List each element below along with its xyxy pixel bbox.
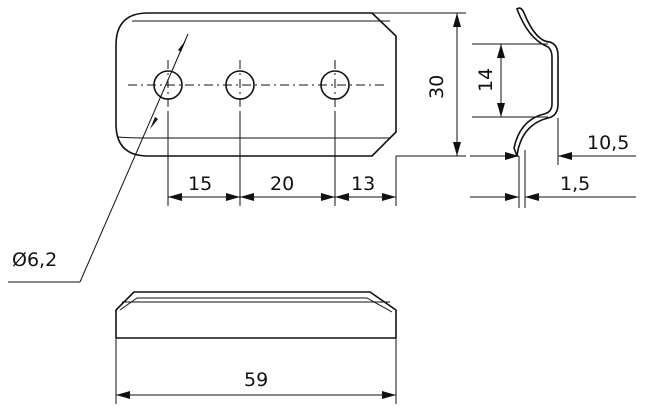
profile-depth-dimension: 10,5 <box>470 118 636 208</box>
hole-spacing-dimensions: 15 20 13 <box>167 112 397 206</box>
hole-diameter-label: Ø6,2 <box>12 249 57 271</box>
profile-depth-label: 10,5 <box>587 132 629 154</box>
bend-height-14-label: 14 <box>475 68 497 92</box>
thickness-dimension: 1,5 <box>470 150 636 208</box>
plate-outline <box>115 12 397 157</box>
profile-inner <box>513 8 553 157</box>
front-view-inner <box>119 297 393 313</box>
overall-length-59-label: 59 <box>244 369 268 391</box>
bend-height-dimension: 14 <box>472 43 548 118</box>
spacing-13-label: 13 <box>351 173 375 195</box>
overall-length-dimension: 59 <box>115 338 397 404</box>
width-30-label: 30 <box>426 75 448 99</box>
width-dimension: 30 <box>372 12 466 157</box>
plate-top-view <box>115 12 397 157</box>
thickness-label: 1,5 <box>560 173 590 195</box>
plate-front-view <box>115 291 397 339</box>
profile-outer <box>516 7 559 157</box>
front-view-outer <box>115 291 397 339</box>
hole-diameter-dimension: Ø6,2 <box>8 33 189 283</box>
bend-line-bottom <box>117 136 390 139</box>
spacing-20-label: 20 <box>270 173 294 195</box>
plate-side-profile <box>513 7 559 157</box>
spacing-15-label: 15 <box>188 173 212 195</box>
